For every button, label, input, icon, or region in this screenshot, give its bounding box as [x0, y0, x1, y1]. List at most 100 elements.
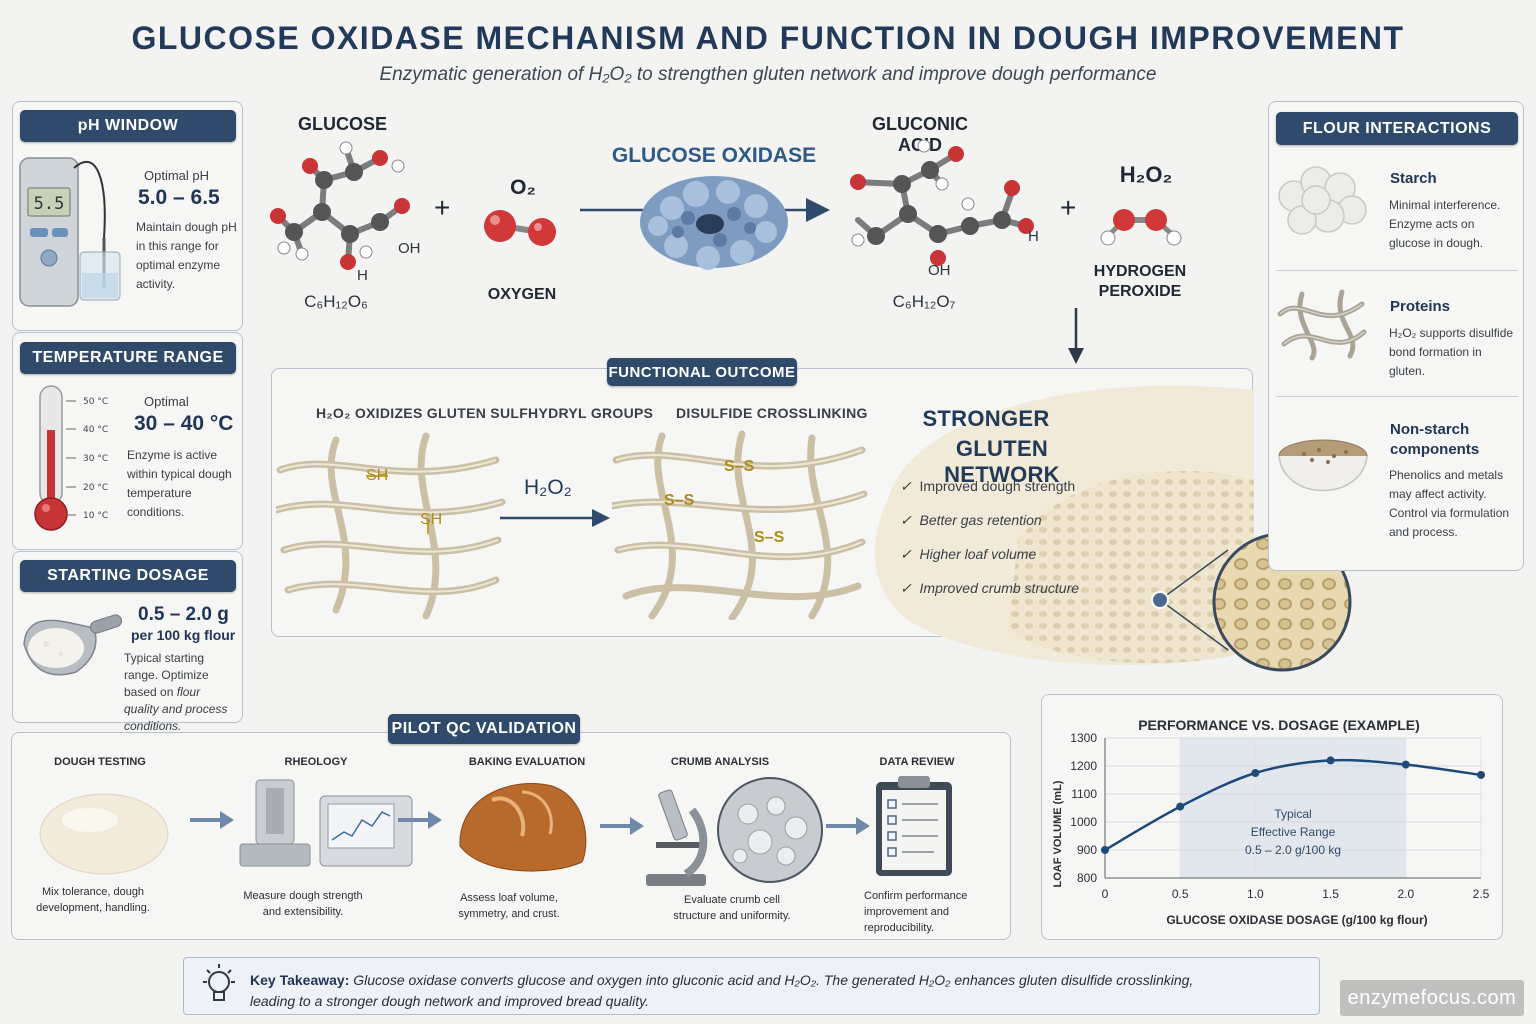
glucose-label: GLUCOSE — [298, 114, 388, 134]
ph-value: 5.0 – 6.5 — [138, 186, 220, 209]
nonstarch-desc: Phenolics and metals may affect activity… — [1389, 468, 1510, 539]
page-title: GLUCOSE OXIDASE MECHANISM AND FUNCTION I… — [131, 20, 1405, 56]
step-title: BAKING EVALUATION — [468, 756, 586, 768]
chart-y-axis-label: LOAF VOLUME (mL) — [1052, 780, 1064, 887]
step-arrow-icon — [398, 811, 442, 829]
data-point — [1326, 756, 1335, 765]
step-title: DOUGH TESTING — [54, 756, 146, 768]
down-arrow-icon — [1068, 308, 1084, 364]
h2o2-arrow-label: H₂O₂ — [524, 476, 572, 499]
rheometer-icon — [239, 779, 413, 867]
data-point — [1101, 846, 1109, 854]
x-tick-label: 0 — [1102, 887, 1109, 901]
crosslinked-network-icon — [612, 430, 868, 620]
plus-sign: + — [434, 192, 451, 223]
scoop-icon — [23, 614, 123, 676]
ph-meter-icon: 5.5 — [19, 157, 121, 307]
data-point — [1251, 769, 1260, 777]
gluten-strands-icon — [276, 432, 506, 620]
ph-meter-reading: 5.5 — [34, 194, 65, 214]
oxidizes-label: H₂O₂ OXIDIZES GLUTEN SULFHYDRYL GROUPS — [316, 405, 654, 421]
gluconic-molecule-icon — [850, 140, 1034, 266]
temp-tick: 10 °C — [83, 511, 108, 521]
watermark: enzymefocus.com — [1340, 980, 1524, 1016]
bread-crumb-icon — [874, 385, 1254, 666]
disulfide-bond-label: S–S — [754, 529, 785, 546]
band-label: 0.5 – 2.0 g/100 kg — [1245, 843, 1341, 857]
x-tick-label: 2.0 — [1397, 887, 1414, 901]
step-arrow-icon — [600, 817, 644, 835]
gluconic-h: H — [1028, 228, 1039, 245]
h2o2-molecule-icon — [1100, 209, 1182, 246]
benefit-item: ✓ Improved crumb structure — [900, 580, 1080, 596]
step-desc: Evaluate crumb cell structure and unifor… — [673, 894, 791, 922]
y-tick-label: 1000 — [1070, 815, 1097, 829]
sh-group-label: SH — [366, 467, 389, 484]
step-title: DATA REVIEW — [879, 756, 955, 768]
ph-header: pH WINDOW — [20, 110, 236, 142]
benefit-item: ✓ Better gas retention — [900, 512, 1042, 528]
crosslink-label: DISULFIDE CROSSLINKING — [676, 405, 868, 421]
takeaway-box — [183, 957, 1320, 1015]
disulfide-bond-label: S–S — [724, 458, 755, 475]
starch-desc: Minimal interference. Enzyme acts on glu… — [1389, 198, 1501, 250]
bread-loaf-icon — [459, 783, 587, 872]
y-tick-label: 1300 — [1070, 731, 1097, 745]
nonstarch-title: Non-starch components — [1390, 421, 1480, 458]
step-title: CRUMB ANALYSIS — [670, 756, 770, 768]
data-point — [1176, 802, 1185, 811]
benefit-list: ✓ Improved dough strength ✓ Better gas r… — [900, 478, 1079, 614]
page-subtitle: Enzymatic generation of H₂O₂ to strength… — [379, 64, 1157, 85]
y-tick-label: 900 — [1077, 843, 1097, 857]
x-tick-label: 1.5 — [1322, 887, 1339, 901]
temp-tick: 20 °C — [83, 483, 108, 493]
o2-label: O₂ — [510, 176, 536, 199]
step-title: RHEOLOGY — [284, 756, 348, 768]
gluconic-oh: OH — [928, 262, 951, 279]
chart-x-axis-label: GLUCOSE OXIDASE DOSAGE (g/100 kg flour) — [1166, 913, 1427, 927]
ph-desc: Maintain dough pH in this range for opti… — [136, 220, 237, 291]
temp-tick: 40 °C — [83, 425, 108, 435]
benefit-item: ✓ Higher loaf volume — [900, 546, 1037, 562]
ph-optimal-label: Optimal pH — [144, 168, 210, 183]
h2o2-name: HYDROGEN PEROXIDE — [1093, 263, 1187, 300]
glucose-oh: OH — [398, 240, 421, 257]
glucose-molecule-icon — [270, 141, 410, 270]
y-tick-label: 1100 — [1071, 787, 1097, 801]
dosage-desc-plain: Typical starting range. Optimize based o… — [124, 651, 209, 699]
x-tick-label: 1.0 — [1247, 887, 1264, 901]
benefit-item: ✓ Improved dough strength — [900, 478, 1076, 494]
temp-tick: 30 °C — [83, 454, 108, 464]
temp-value: 30 – 40 °C — [134, 412, 234, 435]
disulfide-bond-label: S–S — [664, 492, 695, 509]
enzyme-blob-icon — [580, 176, 830, 270]
chart-title: PERFORMANCE VS. DOSAGE (EXAMPLE) — [1138, 717, 1420, 733]
thermometer-icon: 50 °C 40 °C 30 °C 20 °C 10 °C — [34, 385, 108, 531]
proteins-title: Proteins — [1390, 298, 1451, 315]
takeaway-body: Glucose oxidase converts glucose and oxy… — [349, 972, 1194, 988]
step-desc: Assess loaf volume, symmetry, and crust. — [458, 892, 560, 920]
y-tick-label: 800 — [1077, 871, 1097, 885]
lightbulb-icon — [203, 964, 235, 1001]
dosage-unit: per 100 kg flour — [131, 627, 236, 643]
temp-header: TEMPERATURE RANGE — [20, 342, 236, 374]
dosage-desc-italic: flour quality and process conditions. — [124, 685, 228, 733]
data-point — [1477, 770, 1485, 779]
dosage-value: 0.5 – 2.0 g — [138, 604, 229, 625]
outcome-header: FUNCTIONAL OUTCOME — [607, 358, 797, 386]
dough-ball-icon — [39, 793, 169, 875]
pilot-header: PILOT QC VALIDATION — [388, 714, 580, 744]
glucose-formula: C₆H₁₂O₆ — [304, 292, 368, 311]
gluconic-formula: C₆H₁₂O₇ — [892, 292, 956, 311]
step-arrow-icon — [190, 811, 234, 829]
starch-icon — [1278, 166, 1367, 235]
temp-desc: Enzyme is active within typical dough te… — [127, 448, 232, 519]
enzyme-label: GLUCOSE OXIDASE — [611, 144, 817, 167]
temp-optimal-label: Optimal — [144, 394, 189, 409]
x-tick-label: 0.5 — [1172, 887, 1189, 901]
data-point — [1401, 760, 1410, 769]
x-tick-label: 2.5 — [1473, 887, 1490, 901]
takeaway-text: Key Takeaway: Glucose oxidase converts g… — [250, 970, 1310, 1012]
stronger-line2: GLUTEN NETWORK — [944, 436, 1060, 487]
glucose-h: H — [357, 267, 368, 284]
